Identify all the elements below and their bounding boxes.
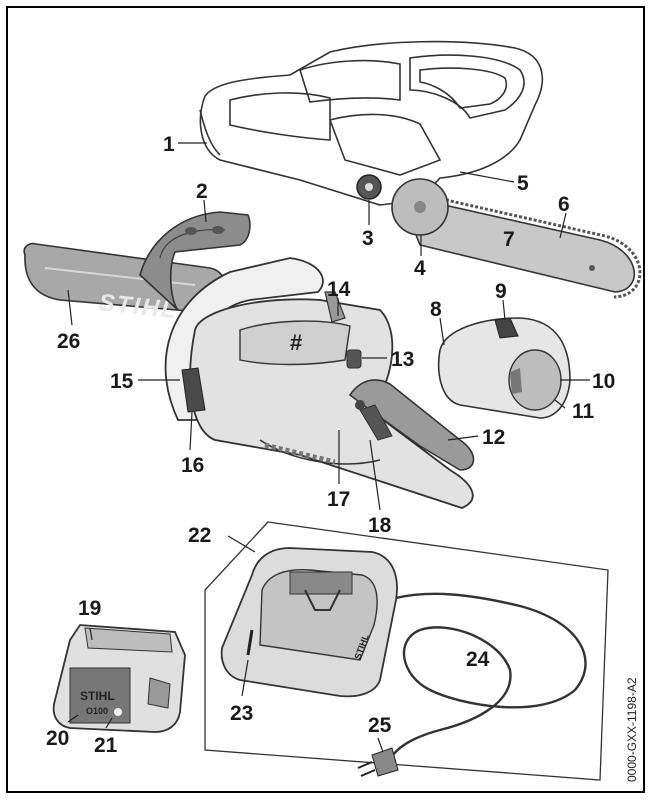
chain-sprocket-cover-disc xyxy=(391,178,449,236)
label-7: 7 xyxy=(503,228,515,251)
figure-code: 0000-GXX-1198-A2 xyxy=(625,677,639,782)
battery-model: O100 xyxy=(86,706,108,716)
figure-frame xyxy=(6,6,645,793)
switch-lever-13 xyxy=(346,349,362,369)
label-13: 13 xyxy=(391,348,414,371)
front-handle-2 xyxy=(139,211,251,311)
guide-bar-7 xyxy=(398,188,642,299)
label-25: 25 xyxy=(368,714,392,737)
saw-housing: # xyxy=(189,298,474,509)
power-cord-24 xyxy=(386,592,587,766)
label-18: 18 xyxy=(368,514,392,537)
label-1: 1 xyxy=(163,133,175,156)
drive-sprocket xyxy=(356,174,382,200)
rear-handle-12 xyxy=(348,379,475,471)
label-26: 26 xyxy=(57,330,80,353)
callout-labels: 1 2 3 4 5 6 7 8 9 10 11 12 13 14 15 16 1… xyxy=(46,133,615,757)
label-2: 2 xyxy=(196,180,208,203)
sprocket-cover-16 xyxy=(181,367,206,413)
label-9: 9 xyxy=(495,280,507,303)
chain-symbol-mark: # xyxy=(290,330,302,355)
label-16: 16 xyxy=(181,454,204,477)
label-17: 17 xyxy=(327,488,350,511)
label-20: 20 xyxy=(46,727,69,750)
label-21: 21 xyxy=(94,734,118,757)
charger-22: STIHL xyxy=(220,547,398,698)
label-6: 6 xyxy=(558,193,570,216)
label-8: 8 xyxy=(430,298,442,321)
label-15: 15 xyxy=(110,370,134,393)
label-14: 14 xyxy=(327,278,351,301)
label-10: 10 xyxy=(592,370,615,393)
label-11: 11 xyxy=(572,400,595,423)
label-3: 3 xyxy=(362,227,374,250)
label-19: 19 xyxy=(78,597,101,620)
battery-brand: STIHL xyxy=(80,689,115,703)
lubricant-tank-cap-14 xyxy=(324,291,346,323)
label-24: 24 xyxy=(466,648,490,671)
label-4: 4 xyxy=(414,257,426,280)
label-5: 5 xyxy=(517,172,529,195)
label-22: 22 xyxy=(188,524,211,547)
chainsaw-body-uncovered xyxy=(199,40,544,206)
charger-outline-box xyxy=(204,521,609,781)
leader-lines xyxy=(67,142,590,753)
plug-25 xyxy=(357,747,399,777)
chain-sprocket-cover-8 xyxy=(437,317,571,419)
lockout-button-18 xyxy=(355,400,365,410)
label-23: 23 xyxy=(230,702,253,725)
label-12: 12 xyxy=(482,426,505,449)
battery-19: STIHL O100 xyxy=(52,624,186,733)
